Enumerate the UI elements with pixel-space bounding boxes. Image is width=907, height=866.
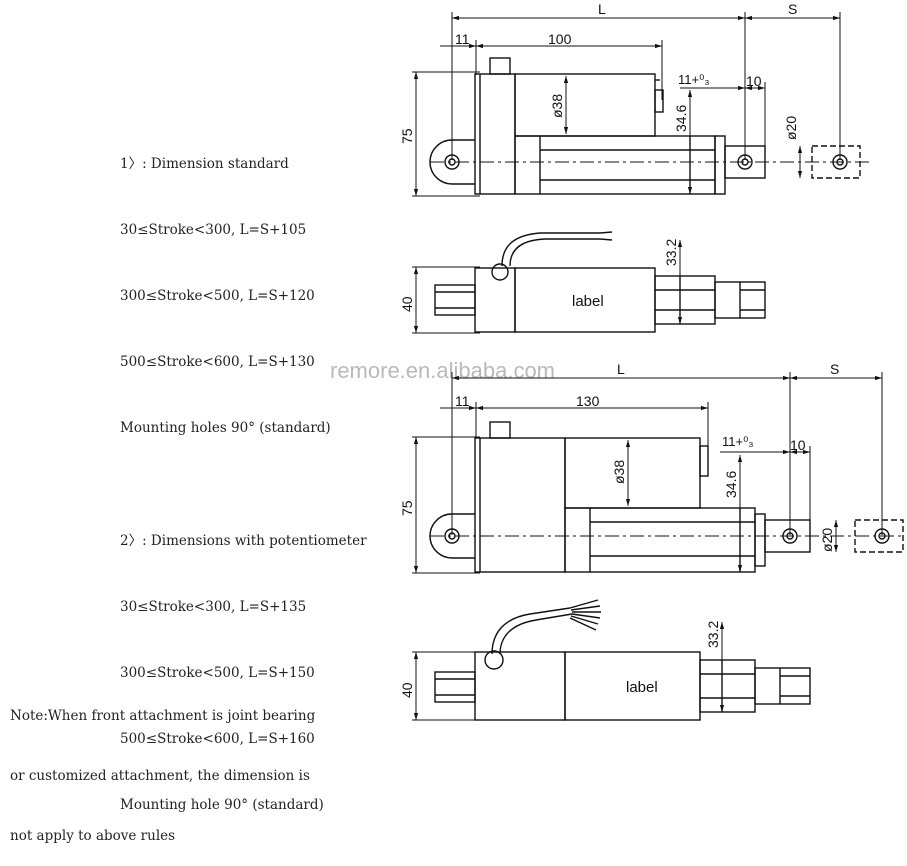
footnote-line-2: or customized attachment, the dimension …	[10, 768, 310, 784]
footnote-line-3: not apply to above rules	[10, 828, 176, 844]
d1-11: 11	[455, 31, 470, 47]
footnote-line-1: Note:When front attachment is joint bear…	[10, 708, 316, 724]
drawing2-side-view	[412, 372, 905, 574]
d1-38: ø38	[549, 94, 565, 118]
drawing1-top-view	[412, 231, 766, 334]
potentiometer-heading: 2〉: Dimensions with potentiometer	[120, 533, 367, 549]
standard-notes: 1〉: Dimension standard 30≤Stroke<300, L=…	[120, 109, 331, 461]
standard-line-3: 500≤Stroke<600, L=S+130	[120, 354, 315, 370]
drawing2-side-labels: L S 11 130 ø38 75 34.6 11+⁰₃ 10 ø20	[399, 361, 839, 552]
d1-34: 34.6	[673, 105, 689, 132]
d2-tol: 11+⁰₃	[722, 434, 754, 449]
d1-L: L	[598, 1, 606, 17]
drawing1-top-labels: 40 33.2 label	[399, 239, 679, 312]
d1-20: ø20	[783, 116, 799, 140]
d1-40: 40	[399, 296, 415, 312]
d1-33: 33.2	[663, 239, 679, 266]
d1-10: 10	[746, 73, 762, 89]
standard-line-2: 300≤Stroke<500, L=S+120	[120, 288, 315, 304]
drawing2-top-labels: 40 33.2 label	[399, 621, 721, 698]
potentiometer-line-2: 300≤Stroke<500, L=S+150	[120, 665, 315, 681]
d2-L: L	[617, 361, 625, 377]
d2-38: ø38	[611, 460, 627, 484]
standard-heading: 1〉: Dimension standard	[120, 156, 289, 172]
d2-33: 33.2	[705, 621, 721, 648]
d2-20: ø20	[819, 528, 835, 552]
standard-line-1: 30≤Stroke<300, L=S+105	[120, 222, 307, 238]
d2-label: label	[626, 679, 658, 696]
drawing2-top-view	[412, 599, 811, 721]
d2-10: 10	[790, 437, 806, 453]
d1-tol: 11+⁰₃	[678, 72, 710, 87]
d2-40: 40	[399, 682, 415, 698]
potentiometer-line-1: 30≤Stroke<300, L=S+135	[120, 599, 307, 615]
drawing1-side-labels: L S 11 100 ø38 75 34.6 11+⁰₃ 10 ø20	[399, 1, 799, 144]
d1-S: S	[788, 1, 797, 17]
d1-100: 100	[548, 31, 572, 47]
d1-label: label	[572, 293, 604, 310]
d2-11: 11	[455, 393, 470, 409]
drawing1-side-view	[412, 12, 870, 197]
d1-75: 75	[399, 128, 415, 144]
watermark: remore.en.alibaba.com	[330, 358, 555, 383]
d2-S: S	[830, 361, 839, 377]
d2-34: 34.6	[723, 471, 739, 498]
technical-drawings: L S 11 100 ø38 75 34.6 11+⁰₃ 10 ø20	[330, 1, 905, 721]
d2-75: 75	[399, 500, 415, 516]
d2-130: 130	[576, 393, 600, 409]
standard-line-4: Mounting holes 90° (standard)	[120, 420, 331, 436]
